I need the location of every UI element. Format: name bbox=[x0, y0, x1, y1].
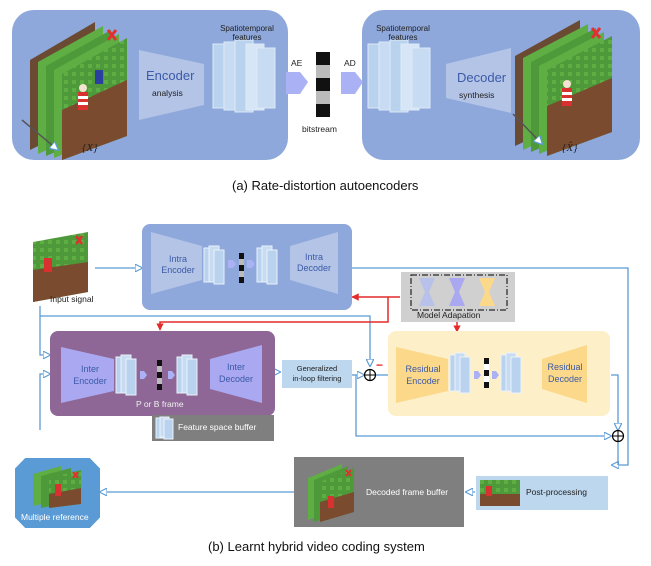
model-shape-3 bbox=[479, 278, 495, 306]
input-frames-stack bbox=[30, 22, 127, 160]
intra-features-left bbox=[203, 245, 225, 285]
post-processing-image bbox=[480, 480, 520, 506]
intra-decoder-line2: Decoder bbox=[296, 263, 332, 273]
inter-decoder-shape bbox=[210, 345, 262, 403]
inter-panel: Inter Encoder Inter Decoder P or B frame bbox=[50, 331, 275, 416]
minus-sign: − bbox=[376, 358, 384, 372]
intra-decoder-shape bbox=[290, 232, 338, 294]
features-left-stack bbox=[212, 39, 276, 113]
post-processing-box: Post-processing bbox=[476, 476, 608, 510]
intra-encoder-label: Intra Encoder bbox=[156, 254, 200, 276]
encoder-title: Encoder bbox=[146, 68, 195, 83]
ae-arrow bbox=[286, 72, 308, 94]
intra-encoder-shape bbox=[151, 232, 202, 294]
inter-frame-label: P or B frame bbox=[136, 399, 184, 409]
inter-encoder-label: Inter Encoder bbox=[68, 363, 112, 387]
residual-decoder-shape bbox=[542, 345, 587, 403]
inter-decoder-line1: Inter bbox=[226, 362, 245, 372]
model-adaptation-lines bbox=[156, 293, 461, 333]
residual-decoder-label: Residual Decoder bbox=[542, 361, 588, 385]
residual-features-right bbox=[500, 352, 522, 394]
ae-label: AE bbox=[291, 58, 303, 68]
multiple-reference-box: Multiple reference bbox=[15, 458, 100, 528]
residual-bitstream bbox=[484, 358, 489, 388]
inter-encoder-shape bbox=[61, 347, 114, 403]
inter-features-right bbox=[176, 354, 198, 396]
decoder-title: Decoder bbox=[457, 70, 507, 85]
input-signal-image bbox=[33, 232, 88, 302]
decoded-buffer-label: Decoded frame buffer bbox=[366, 487, 449, 497]
ad-arrow bbox=[341, 72, 363, 94]
residual-encoder-label: Residual Encoder bbox=[400, 363, 446, 387]
residual-encoder-line2: Encoder bbox=[406, 376, 440, 386]
caption-a: (a) Rate-distortion autoencoders bbox=[232, 178, 419, 193]
decoded-frame-buffer: Decoded frame buffer bbox=[294, 457, 464, 527]
feature-space-buffer: Feature space buffer bbox=[152, 415, 274, 441]
bitstream-bar bbox=[316, 52, 330, 117]
model-adaptation-box: Model Adapation bbox=[401, 272, 515, 322]
features-right-line1: Spatiotemporal bbox=[376, 24, 430, 33]
residual-decoder-line1: Residual bbox=[547, 362, 583, 372]
inter-encoder-line1: Inter bbox=[80, 364, 99, 374]
intra-decoder-line1: Intra bbox=[304, 252, 323, 262]
feature-buffer-icon bbox=[155, 416, 174, 440]
features-left-line1: Spatiotemporal bbox=[220, 24, 274, 33]
intra-bitstream bbox=[239, 253, 244, 283]
feature-buffer-label: Feature space buffer bbox=[178, 422, 257, 432]
intra-encoder-line2: Encoder bbox=[161, 265, 195, 275]
caption-b: (b) Learnt hybrid video coding system bbox=[208, 539, 425, 554]
reference-frames-image bbox=[33, 466, 81, 508]
input-signal-label: Input signal bbox=[50, 294, 94, 304]
features-left-line2: features bbox=[232, 33, 262, 42]
model-shape-1 bbox=[419, 278, 435, 306]
in-loop-line1: Generalized bbox=[296, 364, 338, 373]
output-symbol: {X̂} bbox=[562, 142, 578, 154]
inter-decoder-label: Inter Decoder bbox=[214, 361, 258, 385]
intra-features-right bbox=[256, 245, 278, 285]
in-loop-filter-box: Generalized in-loop filtering bbox=[282, 360, 352, 388]
inter-bitstream bbox=[157, 360, 162, 390]
in-loop-line2: in-loop filtering bbox=[292, 374, 342, 383]
sum-node-1 bbox=[363, 368, 377, 382]
inter-encoder-line2: Encoder bbox=[73, 376, 107, 386]
features-right-line2: features bbox=[388, 33, 418, 42]
inter-features-left bbox=[115, 354, 137, 396]
time-arrow bbox=[21, 119, 58, 150]
features-right-label: Spatiotemporal features bbox=[368, 24, 438, 42]
decoder-subtitle: synthesis bbox=[459, 90, 495, 100]
ad-label: AD bbox=[344, 58, 356, 68]
decoded-frames-image bbox=[308, 464, 354, 522]
intra-encoder-line1: Intra bbox=[168, 254, 187, 264]
residual-decoder-line2: Decoder bbox=[547, 374, 583, 384]
residual-features-left bbox=[449, 352, 471, 394]
sum-node-2 bbox=[611, 429, 625, 443]
model-adaptation-label: Model Adapation bbox=[417, 310, 481, 320]
model-shape-2 bbox=[449, 278, 465, 306]
output-frames-stack bbox=[515, 20, 612, 156]
encoder-shape bbox=[139, 50, 204, 120]
residual-encoder-line1: Residual bbox=[405, 364, 441, 374]
flow-lines bbox=[39, 268, 629, 492]
post-processing-label: Post-processing bbox=[526, 487, 587, 497]
spatiotemporal-features-left-label: Spatiotemporal features bbox=[212, 24, 282, 42]
input-symbol: {X} bbox=[82, 142, 98, 154]
bitstream-label: bitstream bbox=[302, 124, 337, 134]
intra-panel: Intra Encoder Intra Decoder bbox=[142, 224, 352, 310]
residual-encoder-shape bbox=[396, 347, 448, 403]
encoder-subtitle: analysis bbox=[152, 88, 183, 98]
decoder-shape bbox=[446, 48, 511, 113]
inter-decoder-line2: Decoder bbox=[218, 374, 254, 384]
intra-decoder-label: Intra Decoder bbox=[292, 252, 336, 274]
features-right-stack bbox=[367, 39, 431, 113]
residual-panel: Residual Encoder Residual Decoder bbox=[388, 331, 610, 416]
multiple-reference-label: Multiple reference bbox=[21, 512, 89, 522]
